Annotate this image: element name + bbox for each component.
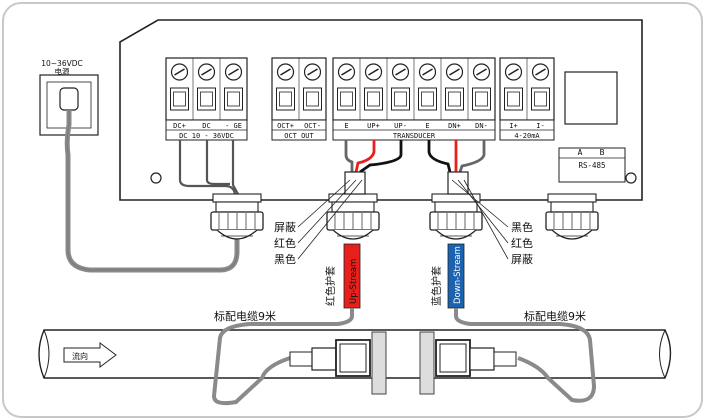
- transducer-screw-2[interactable]: [391, 63, 410, 81]
- current-screw-1[interactable]: [531, 63, 550, 81]
- downstream-cable: [454, 308, 597, 403]
- transducer-terminal-label-5: DN-: [475, 122, 488, 130]
- mount-hole-left: [150, 172, 162, 184]
- transducer-terminal-label-3: E: [425, 122, 429, 130]
- transducer-screw-1[interactable]: [364, 63, 383, 81]
- oct-screw-0[interactable]: [276, 63, 295, 81]
- cable-gland-3: [545, 193, 599, 240]
- flow-label: 流向: [72, 351, 88, 361]
- upstream-sleeve-text: Up-Stream: [349, 259, 359, 304]
- transducer-screw-4[interactable]: [445, 63, 464, 81]
- left-wire-callouts: [297, 179, 363, 260]
- power-screw-1[interactable]: [197, 63, 216, 81]
- right-cable-label: 标配电缆9米: [524, 309, 586, 323]
- upstream-boot: [344, 171, 366, 195]
- cable-gland-2: [429, 193, 483, 240]
- oct-terminal-label-0: OCT+: [277, 122, 294, 130]
- upstream-transducer: [289, 339, 371, 377]
- power-terminal-label-0: DC+: [173, 122, 186, 130]
- right-black-label: 黑色: [511, 220, 533, 234]
- terminal-blocks: DC+ DC - GE DC 10 - 36VDC OCT+ OCT- OCT OUT E UP…: [165, 57, 555, 141]
- current-terminal-label-0: I+: [509, 122, 517, 130]
- left-red-label: 红色: [274, 236, 296, 250]
- cable-gland-0: [210, 193, 264, 240]
- downstream-clamp: [419, 331, 435, 395]
- downstream-boot: [447, 171, 469, 195]
- power-screw-0[interactable]: [170, 63, 189, 81]
- cable-gland-1: [326, 193, 380, 240]
- rs485-b-label: B: [600, 148, 605, 157]
- rs485-label: RS-485: [578, 161, 605, 170]
- oct-screw-1[interactable]: [303, 63, 322, 81]
- downstream-sleeve-caption: 蓝色护套: [430, 266, 443, 306]
- upstream-sleeve-caption: 红色护套: [324, 266, 337, 306]
- oct-terminal-label-1: OCT-: [304, 122, 321, 130]
- downstream-wires: [427, 140, 486, 173]
- power-terminal-caption: DC 10 - 36VDC: [179, 132, 234, 140]
- power-screw-2[interactable]: [224, 63, 243, 81]
- transducer-terminal-label-4: DN+: [448, 122, 461, 130]
- downstream-sleeve-text: Down-Stream: [453, 246, 463, 304]
- transducer-terminal-label-1: UP+: [367, 122, 380, 130]
- transducer-terminal-label-2: UP-: [394, 122, 407, 130]
- flow-arrow-icon: [63, 342, 117, 368]
- mount-hole-right: [625, 172, 637, 184]
- current-screw-0[interactable]: [504, 63, 523, 81]
- right-red-label: 红色: [511, 236, 533, 250]
- power-wires: [178, 140, 239, 197]
- left-shield-label: 屏蔽: [274, 221, 296, 234]
- power-terminal-label-1: DC: [202, 122, 210, 130]
- right-wire-callouts: [451, 179, 509, 260]
- right-shield-label: 屏蔽: [511, 253, 533, 266]
- transducer-screw-5[interactable]: [472, 63, 491, 81]
- power-terminal-group: DC+ DC - GE DC 10 - 36VDC: [165, 57, 248, 141]
- upstream-cable: [211, 308, 354, 406]
- rs485-a-label: A: [578, 148, 583, 157]
- current-terminal-label-1: I-: [536, 122, 544, 130]
- transducer-terminal-group: E UP+ UP- E DN+ DN- TRANSDUCER: [332, 57, 496, 141]
- rs485-block: A B RS-485: [558, 71, 626, 183]
- transducer-terminal-caption: TRANSDUCER: [393, 132, 436, 140]
- current-terminal-group: I+ I- 4-20mA: [499, 57, 555, 141]
- upstream-clamp: [371, 331, 387, 395]
- oct-terminal-group: OCT+ OCT- OCT OUT: [271, 57, 327, 141]
- power-cable: [64, 110, 240, 273]
- downstream-transducer: [435, 339, 517, 377]
- oct-terminal-caption: OCT OUT: [284, 132, 314, 140]
- upstream-wires: [344, 140, 403, 174]
- power-voltage-label: 10~36VDC: [41, 59, 83, 68]
- cable-glands: [210, 193, 599, 240]
- current-terminal-caption: 4-20mA: [514, 132, 540, 140]
- transducer-terminal-label-0: E: [344, 122, 348, 130]
- power-terminal-label-2: - GE: [225, 122, 242, 130]
- power-label: 电源: [55, 66, 70, 76]
- left-black-label: 黑色: [274, 252, 296, 266]
- left-cable-label: 标配电缆9米: [214, 309, 276, 323]
- power-plug-icon: [59, 87, 79, 111]
- transducer-screw-3[interactable]: [418, 63, 437, 81]
- transducer-screw-0[interactable]: [337, 63, 356, 81]
